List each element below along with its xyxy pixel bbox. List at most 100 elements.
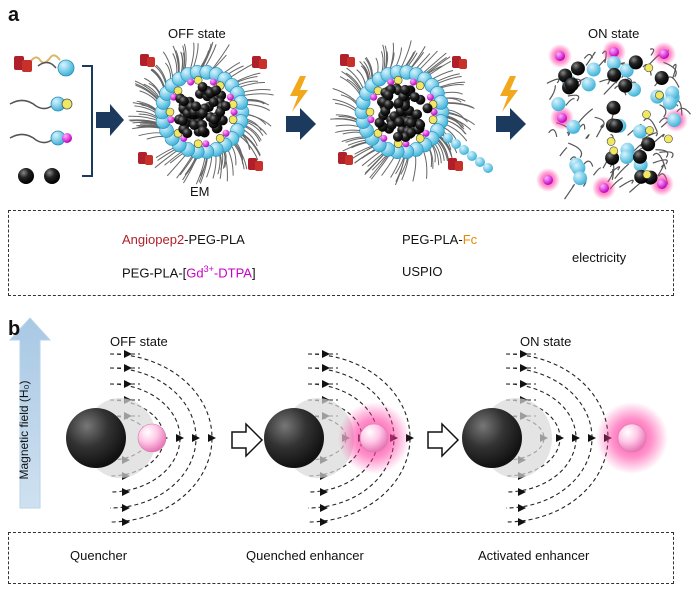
enhancer-sphere xyxy=(617,423,647,453)
panel-b-on-state-label: ON state xyxy=(520,334,572,349)
uspio-core xyxy=(422,103,433,114)
field-arrowhead xyxy=(122,518,130,526)
released-bead xyxy=(459,145,469,155)
peg-chain xyxy=(346,67,365,91)
peg-chain xyxy=(431,69,454,80)
uspio-core xyxy=(182,128,193,139)
micelle-off-state xyxy=(128,41,274,185)
uspio-core xyxy=(197,82,208,93)
uspio-core xyxy=(374,117,385,128)
peg-chain xyxy=(242,93,274,97)
free-chain xyxy=(603,80,618,95)
free-uspio xyxy=(632,149,647,164)
free-uspio xyxy=(606,100,621,115)
free-chain xyxy=(619,179,634,188)
disassembled-on-state xyxy=(536,40,691,200)
field-arrowhead xyxy=(322,380,330,388)
enhancer-sphere xyxy=(137,423,167,453)
peg-chain xyxy=(422,52,447,74)
gd-bead xyxy=(409,78,417,86)
field-line xyxy=(109,353,213,523)
free-uspio xyxy=(607,67,622,82)
angiopep-ligand xyxy=(347,57,355,67)
quencher-sphere xyxy=(66,408,126,468)
field-arrowhead xyxy=(518,488,526,496)
free-fc xyxy=(645,126,654,135)
fc-bead xyxy=(373,128,383,138)
peg-chain xyxy=(189,42,195,70)
angiopep-ligand xyxy=(448,158,457,170)
free-fc xyxy=(609,146,619,156)
free-uspio xyxy=(564,77,579,92)
em-label: EM xyxy=(190,184,210,199)
released-bead xyxy=(483,163,493,173)
component-uspio xyxy=(18,168,60,184)
free-pla-bead xyxy=(619,150,634,165)
quencher-sphere xyxy=(264,408,324,468)
free-uspio xyxy=(618,78,633,93)
component-peg-pla-gd xyxy=(9,130,72,146)
free-chain xyxy=(567,94,580,102)
fc-bead xyxy=(415,134,425,143)
field-line xyxy=(505,383,577,493)
angiopep-ligand xyxy=(345,155,353,165)
uspio-core xyxy=(197,125,208,136)
angiopep-ligand xyxy=(455,161,463,171)
legend-angiopep-label: Angiopep2-PEG-PLA xyxy=(122,232,245,247)
gd-bead xyxy=(167,116,175,124)
uspio-core xyxy=(409,92,420,103)
free-pla-bead xyxy=(573,171,588,186)
arrow-3 xyxy=(496,108,526,140)
field-arrowhead xyxy=(518,518,526,526)
uspio-core xyxy=(383,99,394,110)
legend-quencher-label: Quencher xyxy=(70,548,128,563)
scene-intermediate xyxy=(264,350,414,526)
angiopep-ligand xyxy=(252,56,261,68)
field-arrowhead xyxy=(124,380,132,388)
gd-free xyxy=(657,179,667,189)
free-pla-bead xyxy=(667,113,682,128)
fc-bead xyxy=(165,107,175,117)
uspio-core xyxy=(406,117,417,128)
free-fc xyxy=(606,137,616,146)
angiopep-ligand xyxy=(255,161,263,171)
peg-chain xyxy=(201,41,214,69)
free-chain xyxy=(585,51,596,66)
lightning-1-icon xyxy=(290,76,308,112)
peg-chain xyxy=(445,116,463,129)
hollow-arrow-2 xyxy=(427,422,460,458)
uspio-core xyxy=(177,115,188,126)
peg-chain xyxy=(400,40,412,69)
legend-uspio-label: USPIO xyxy=(402,264,443,279)
gd-bead xyxy=(202,140,210,148)
peg-chain xyxy=(162,51,174,80)
peg-chain xyxy=(212,153,217,179)
free-chain xyxy=(643,117,658,133)
panel-a-legend xyxy=(8,210,674,296)
fc-bead xyxy=(215,134,225,143)
field-arrowhead xyxy=(556,434,564,442)
free-pla-bead xyxy=(662,95,677,110)
panel-a-off-state-label: OFF state xyxy=(168,26,226,41)
field-line xyxy=(307,353,411,523)
field-arrowhead xyxy=(520,350,528,358)
free-chain xyxy=(546,78,560,84)
field-arrowhead xyxy=(320,488,328,496)
free-chain xyxy=(659,104,667,118)
component-angiopep xyxy=(14,54,75,77)
peg-chain xyxy=(412,153,417,182)
free-chain xyxy=(652,152,667,170)
magnetic-field-label: Magnetic field (H₀) xyxy=(17,380,31,480)
gd-bead xyxy=(387,78,395,86)
free-fc xyxy=(642,170,652,179)
uspio-core xyxy=(400,84,411,95)
free-chain xyxy=(548,129,558,138)
uspio-core xyxy=(209,114,220,125)
gd-free xyxy=(659,49,669,59)
field-arrowhead xyxy=(572,434,580,442)
uspio-core xyxy=(415,119,426,130)
uspio-core xyxy=(189,120,200,131)
angiopep-ligand xyxy=(248,158,257,170)
free-fc xyxy=(644,63,654,73)
